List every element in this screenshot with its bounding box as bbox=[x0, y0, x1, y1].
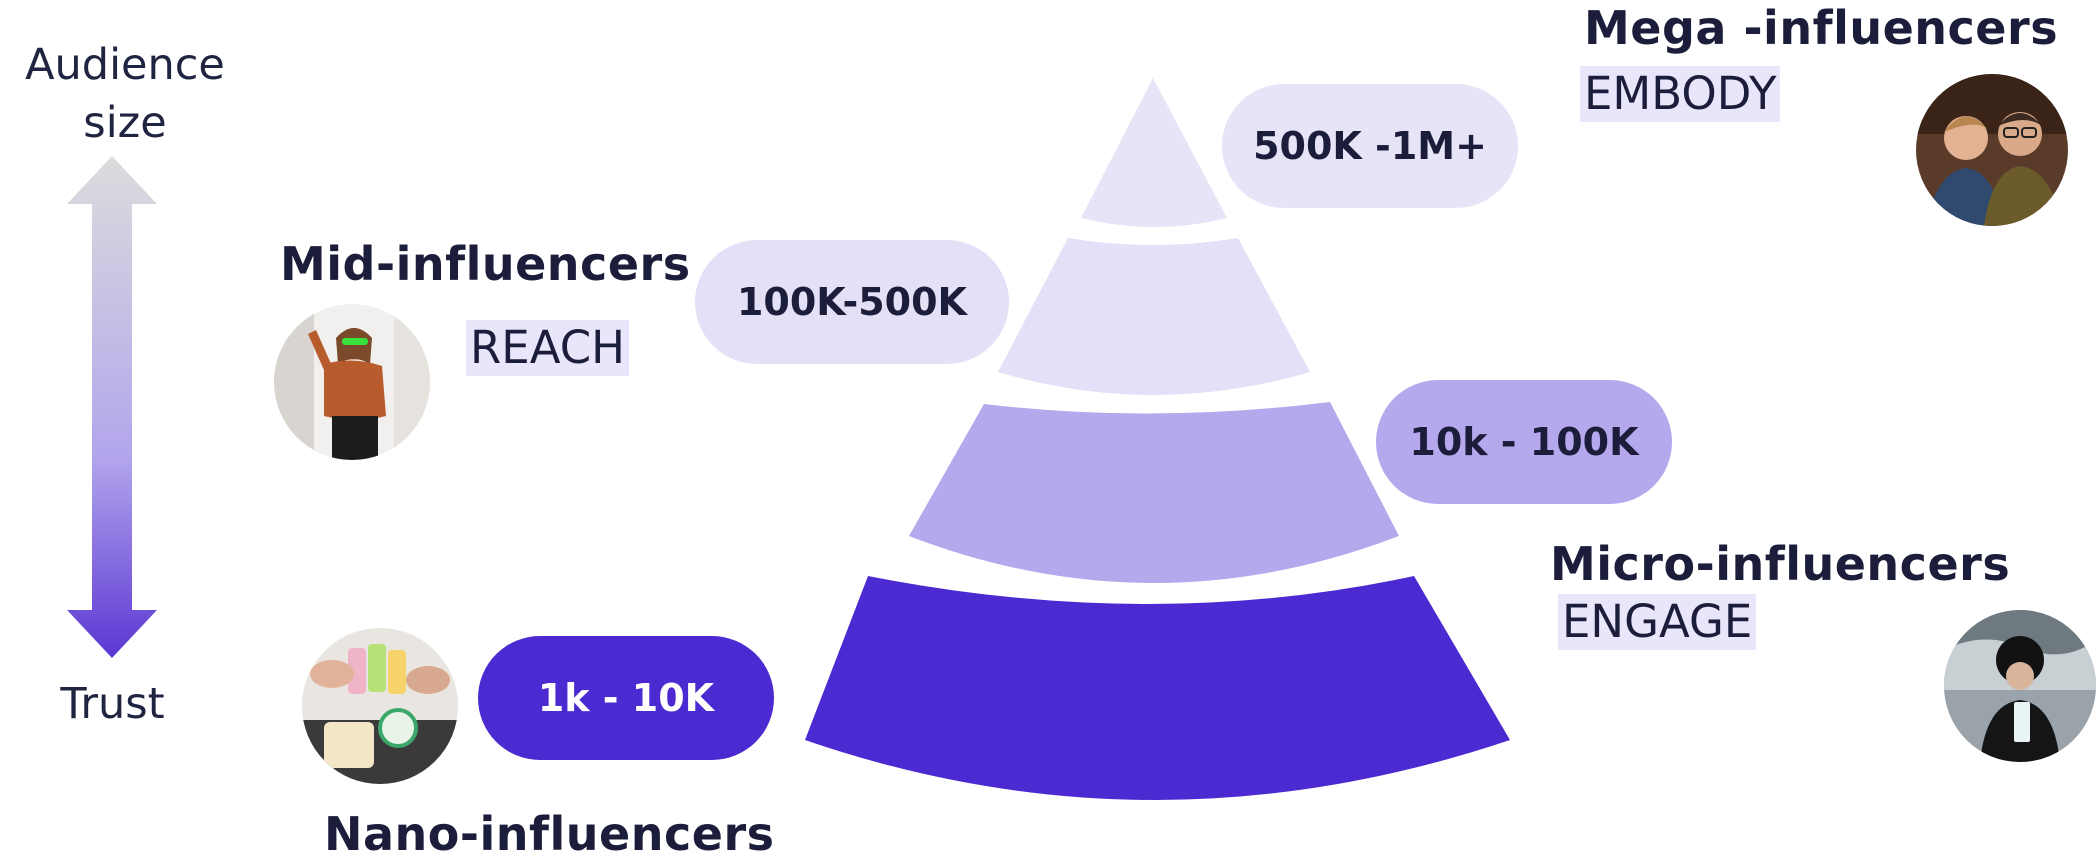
micro-avatar-photo bbox=[1944, 610, 2096, 762]
axis-bottom-label: Trust bbox=[60, 679, 165, 729]
range-pill-micro: 10k - 100K bbox=[1376, 380, 1672, 504]
tier-verb-micro: ENGAGE bbox=[1558, 594, 1757, 650]
pyramid-tier-nano bbox=[805, 576, 1510, 800]
tier-verb-mid: REACH bbox=[466, 320, 629, 376]
range-pill-mid: 100K-500K bbox=[695, 240, 1009, 364]
pyramid-tier-mega bbox=[1081, 78, 1227, 227]
double-arrow-icon bbox=[67, 156, 157, 658]
pyramid-tier-mid bbox=[998, 238, 1310, 395]
mega-avatar-photo bbox=[1916, 74, 2068, 226]
nano-avatar-photo bbox=[302, 628, 458, 784]
pyramid-tier-micro bbox=[909, 402, 1399, 583]
range-pill-mega: 500K -1M+ bbox=[1222, 84, 1518, 208]
tier-verb-mega: EMBODY bbox=[1580, 66, 1781, 122]
mid-avatar-photo bbox=[274, 304, 430, 460]
axis-top-label: Audience size bbox=[25, 40, 225, 148]
tier-title-micro: Micro-influencers bbox=[1550, 537, 2011, 591]
tier-title-mid: Mid-influencers bbox=[280, 237, 691, 291]
tier-title-nano: Nano-influencers bbox=[324, 807, 775, 861]
range-pill-nano: 1k - 10K bbox=[478, 636, 774, 760]
tier-title-mega: Mega -influencers bbox=[1584, 1, 2059, 55]
